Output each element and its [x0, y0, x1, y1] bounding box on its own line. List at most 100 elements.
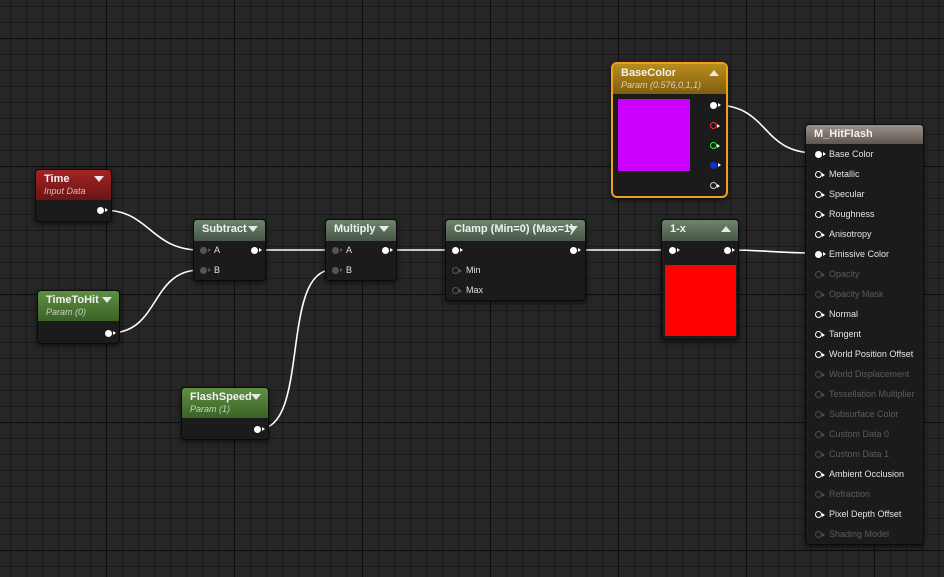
material-input-row[interactable]: World Displacement: [806, 365, 924, 385]
material-input-row[interactable]: Pixel Depth Offset: [806, 505, 924, 525]
basecolor-r-output-pin[interactable]: [710, 122, 720, 129]
time-node[interactable]: Time Input Data: [35, 169, 112, 222]
basecolor-rgb-output-pin[interactable]: [710, 102, 721, 109]
basecolor-g-output-pin[interactable]: [710, 142, 720, 149]
clamp-input-pin[interactable]: [452, 247, 463, 254]
clamp-max-label: Max: [466, 285, 484, 295]
basecolor-b-output-pin[interactable]: [710, 162, 721, 169]
subtract-input-a-pin[interactable]: [200, 247, 211, 254]
multiply-node-title: Multiply: [334, 223, 376, 235]
material-input-pin[interactable]: [815, 151, 826, 158]
subtract-input-a-label: A: [214, 245, 221, 255]
multiply-input-a-pin[interactable]: [332, 247, 343, 254]
material-result-header[interactable]: M_HitFlash: [806, 125, 923, 144]
material-input-row[interactable]: Tangent: [806, 325, 924, 345]
collapse-arrow-icon[interactable]: [709, 70, 719, 76]
material-input-row[interactable]: Base Color: [806, 145, 924, 165]
multiply-input-b-pin[interactable]: [332, 267, 343, 274]
material-input-pin[interactable]: [815, 311, 825, 318]
material-input-row[interactable]: Specular: [806, 185, 924, 205]
material-input-label: Subsurface Color: [829, 409, 899, 419]
one-minus-input-pin[interactable]: [669, 247, 680, 254]
material-input-pin[interactable]: [815, 351, 825, 358]
material-input-row[interactable]: Refraction: [806, 485, 924, 505]
material-input-pin[interactable]: [815, 491, 825, 498]
material-input-row[interactable]: Normal: [806, 305, 924, 325]
multiply-node-header[interactable]: Multiply: [326, 220, 396, 241]
collapse-arrow-icon[interactable]: [251, 394, 261, 400]
timetohit-output-pin[interactable]: [105, 330, 116, 337]
flashspeed-node-header[interactable]: FlashSpeed Param (1): [182, 388, 268, 418]
subtract-node[interactable]: Subtract A B: [193, 219, 266, 281]
material-input-label: World Position Offset: [829, 349, 914, 359]
material-input-pin[interactable]: [815, 411, 825, 418]
subtract-node-title: Subtract: [202, 223, 247, 235]
material-input-label: Custom Data 1: [829, 449, 890, 459]
collapse-arrow-icon[interactable]: [721, 226, 731, 232]
material-input-pin[interactable]: [815, 291, 825, 298]
one-minus-output-pin[interactable]: [724, 247, 735, 254]
clamp-node[interactable]: Clamp (Min=0) (Max=1) Min Max: [445, 219, 586, 301]
material-input-row[interactable]: Emissive Color: [806, 245, 924, 265]
material-input-pin[interactable]: [815, 531, 825, 538]
time-output-pin[interactable]: [97, 207, 108, 214]
material-input-row[interactable]: Shading Model: [806, 525, 924, 545]
clamp-max-pin[interactable]: [452, 287, 462, 294]
material-input-row[interactable]: Ambient Occlusion: [806, 465, 924, 485]
basecolor-a-output-pin[interactable]: [710, 182, 720, 189]
material-input-row[interactable]: Anisotropy: [806, 225, 924, 245]
flashspeed-node-title: FlashSpeed: [190, 391, 252, 403]
collapse-arrow-icon[interactable]: [102, 297, 112, 303]
material-input-row[interactable]: World Position Offset: [806, 345, 924, 365]
material-input-label: Refraction: [829, 489, 871, 499]
material-input-pin[interactable]: [815, 231, 825, 238]
material-input-label: Anisotropy: [829, 229, 872, 239]
collapse-arrow-icon[interactable]: [94, 176, 104, 182]
material-input-row[interactable]: Subsurface Color: [806, 405, 924, 425]
material-input-pin[interactable]: [815, 331, 825, 338]
material-input-row[interactable]: Metallic: [806, 165, 924, 185]
material-input-row[interactable]: Roughness: [806, 205, 924, 225]
material-input-row[interactable]: Custom Data 0: [806, 425, 924, 445]
material-input-pin[interactable]: [815, 371, 825, 378]
clamp-output-pin[interactable]: [570, 247, 581, 254]
flashspeed-node[interactable]: FlashSpeed Param (1): [181, 387, 269, 440]
material-input-pin[interactable]: [815, 251, 826, 258]
material-input-pin[interactable]: [815, 171, 825, 178]
material-input-row[interactable]: Opacity: [806, 265, 924, 285]
subtract-input-b-pin[interactable]: [200, 267, 211, 274]
collapse-arrow-icon[interactable]: [248, 226, 258, 232]
material-input-pin[interactable]: [815, 431, 825, 438]
time-node-header[interactable]: Time Input Data: [36, 170, 111, 200]
material-input-pin[interactable]: [815, 471, 825, 478]
multiply-node[interactable]: Multiply A B: [325, 219, 397, 281]
material-input-row[interactable]: Opacity Mask: [806, 285, 924, 305]
subtract-output-pin[interactable]: [251, 247, 262, 254]
material-input-row[interactable]: Tessellation Multiplier: [806, 385, 924, 405]
material-input-label: Normal: [829, 309, 859, 319]
material-input-pin[interactable]: [815, 271, 825, 278]
material-input-pin[interactable]: [815, 451, 825, 458]
flashspeed-output-pin[interactable]: [254, 426, 265, 433]
wire-oneminus-to-emissive: [727, 249, 817, 254]
one-minus-node[interactable]: 1-x: [661, 219, 739, 340]
clamp-node-header[interactable]: Clamp (Min=0) (Max=1): [446, 220, 585, 241]
material-input-row[interactable]: Custom Data 1: [806, 445, 924, 465]
material-input-pin[interactable]: [815, 211, 825, 218]
collapse-arrow-icon[interactable]: [568, 226, 578, 232]
basecolor-node-header[interactable]: BaseColor Param (0.576,0,1,1): [613, 64, 726, 94]
timetohit-node-header[interactable]: TimeToHit Param (0): [38, 291, 119, 321]
collapse-arrow-icon[interactable]: [379, 226, 389, 232]
basecolor-node[interactable]: BaseColor Param (0.576,0,1,1): [611, 62, 728, 198]
multiply-output-pin[interactable]: [382, 247, 393, 254]
subtract-node-header[interactable]: Subtract: [194, 220, 265, 241]
material-input-pin[interactable]: [815, 191, 825, 198]
material-input-label: Roughness: [829, 209, 875, 219]
material-input-pin[interactable]: [815, 511, 825, 518]
material-input-label: Metallic: [829, 169, 860, 179]
one-minus-node-header[interactable]: 1-x: [662, 220, 738, 241]
material-input-pin[interactable]: [815, 391, 825, 398]
timetohit-node[interactable]: TimeToHit Param (0): [37, 290, 120, 344]
clamp-min-pin[interactable]: [452, 267, 462, 274]
